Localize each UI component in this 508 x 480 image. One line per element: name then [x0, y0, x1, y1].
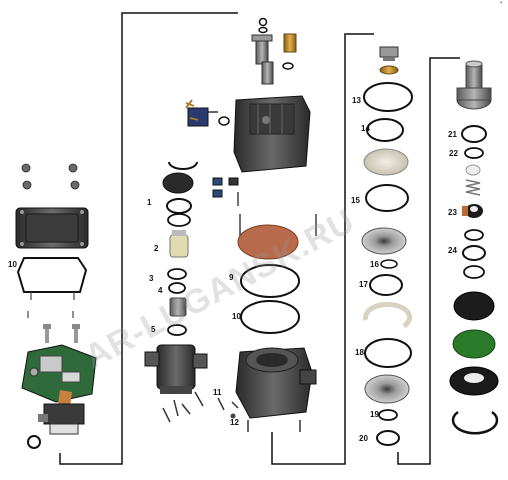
split-guide-ring — [363, 301, 413, 329]
callout-15: 15 — [351, 196, 360, 205]
callout-1: 1 — [147, 198, 152, 207]
part-14-o-ring — [366, 118, 404, 142]
part-2-valve-cartridge — [169, 230, 189, 258]
body-bolts — [162, 391, 204, 423]
part-9-o-ring — [240, 264, 300, 298]
exhaust-cover — [449, 366, 499, 396]
part-24-o-ring-lower — [462, 245, 486, 261]
callout-21: 21 — [448, 130, 457, 139]
lower-fasteners — [217, 397, 301, 432]
callout-10-housing: 10 — [232, 312, 241, 321]
retaining-snap-ring — [451, 410, 499, 435]
callout-14: 14 — [361, 124, 370, 133]
callout-12: 12 — [230, 418, 239, 427]
part-4-spring-seat — [169, 297, 187, 317]
callout-10-cover: 10 — [8, 260, 17, 269]
part-22-o-ring — [464, 147, 484, 159]
main-lower-housing — [235, 347, 317, 419]
exhaust-valve-piston — [456, 60, 492, 110]
part-1-o-ring-lower — [167, 213, 191, 227]
piston-disc-copper — [237, 224, 299, 260]
lower-valve-body — [144, 344, 208, 394]
part-21-o-ring — [461, 125, 487, 143]
connector-lines — [59, 12, 460, 465]
electronic-control-unit — [21, 344, 97, 435]
callout-22: 22 — [449, 149, 458, 158]
part-24-o-ring — [464, 229, 484, 241]
callout-4: 4 — [158, 286, 163, 295]
connector-middle — [271, 33, 374, 465]
nut-bottom-left — [22, 180, 32, 190]
top-nut-fitting — [379, 46, 399, 61]
cover-screws — [27, 292, 75, 318]
cover-gasket — [16, 257, 88, 293]
nut-bottom-right — [70, 180, 80, 190]
screws-solenoid — [185, 102, 199, 121]
brass-washer — [379, 65, 399, 75]
part-1-diaphragm — [162, 172, 194, 194]
corner-mark: ' — [500, 0, 502, 10]
connector-left — [59, 12, 238, 465]
nut-top-left — [21, 163, 31, 173]
callout-11: 11 — [213, 388, 222, 397]
nut-set — [21, 163, 80, 190]
part-17-o-ring — [369, 274, 403, 296]
part-1-o-ring — [166, 198, 192, 214]
solenoid-valve-stem — [251, 34, 273, 65]
callout-13: 13 — [352, 96, 361, 105]
nut-top-right — [68, 163, 78, 173]
callout-18: 18 — [355, 348, 364, 357]
left-column-parts — [15, 163, 97, 449]
piston-column-parts — [144, 161, 208, 423]
part-15-o-ring — [365, 184, 409, 212]
silencer-black — [453, 291, 495, 321]
part-19-o-ring — [378, 409, 398, 421]
part-5-o-ring — [167, 324, 187, 336]
callout-20: 20 — [359, 434, 368, 443]
valve-seat-lower — [364, 374, 410, 404]
sensor-bolts — [43, 324, 80, 343]
callout-5: 5 — [151, 325, 156, 334]
connector-right — [397, 57, 460, 465]
callout-3: 3 — [149, 274, 154, 283]
part-16-ring — [380, 259, 398, 269]
solenoid-o-ring — [218, 116, 230, 126]
part-snap-ring-top — [168, 161, 198, 170]
callout-24: 24 — [448, 246, 457, 255]
far-right-column-parts — [449, 60, 499, 435]
callout-19: 19 — [370, 410, 379, 419]
callout-17: 17 — [359, 280, 368, 289]
cover-plate — [15, 207, 89, 249]
callout-16: 16 — [370, 260, 379, 269]
part-20-o-ring — [376, 430, 400, 446]
callout-9: 9 — [229, 273, 234, 282]
part-12-seal — [230, 413, 236, 419]
teflon-washer — [363, 148, 409, 176]
caps-small — [212, 177, 239, 198]
solenoid-valve-stem-lower — [261, 61, 294, 85]
valve-cap-white — [465, 164, 481, 176]
central-column-parts — [185, 17, 317, 432]
part-10-o-ring — [240, 300, 300, 334]
silencer-filter-green — [452, 329, 496, 359]
callout-2: 2 — [154, 244, 159, 253]
housing-screws — [237, 192, 317, 236]
brass-fitting — [283, 33, 297, 53]
spring — [465, 179, 481, 196]
part-4-ring — [168, 282, 186, 294]
main-upper-housing — [233, 95, 311, 173]
snap-ring-small — [463, 265, 485, 279]
callout-23: 23 — [448, 208, 457, 217]
right-column-parts — [361, 46, 413, 446]
valve-seat-upper — [361, 227, 407, 255]
part-3-ring — [167, 268, 187, 280]
part-23-seal — [462, 204, 483, 218]
part-13-o-ring — [363, 82, 413, 112]
part-18-o-ring — [364, 338, 412, 368]
solenoid-o-rings-top — [258, 17, 268, 34]
ecu-o-ring — [27, 435, 41, 449]
